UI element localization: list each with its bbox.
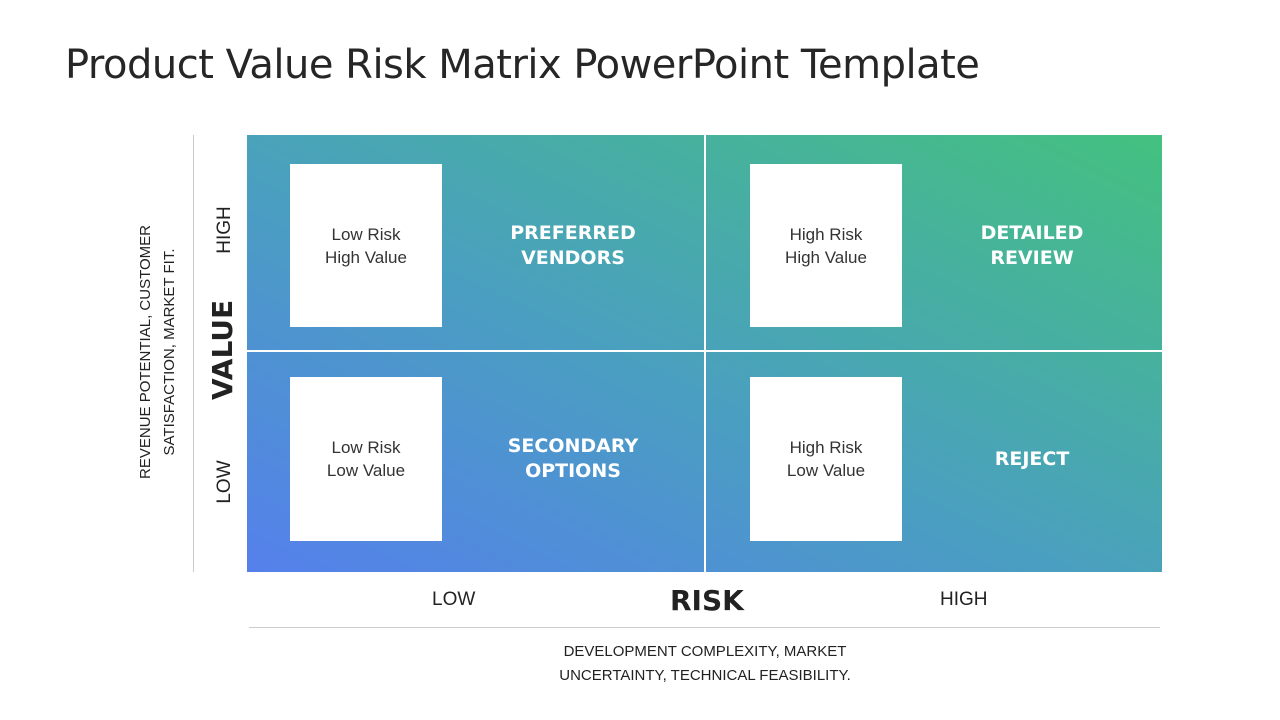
slide-title: Product Value Risk Matrix PowerPoint Tem… (65, 42, 980, 88)
box-line: High Risk (789, 224, 863, 244)
x-axis-divider (249, 627, 1160, 628)
label-line: SECONDARY (507, 435, 639, 457)
label-line: REVIEW (990, 247, 1074, 269)
quadrant-label-secondary-options: SECONDARY OPTIONS (473, 434, 673, 484)
x-axis-high: HIGH (940, 589, 988, 610)
y-axis-label: VALUE (206, 299, 239, 400)
y-axis-divider (193, 135, 194, 572)
y-axis-high: HIGH (214, 206, 235, 254)
quadrant-label-reject: REJECT (932, 447, 1132, 472)
box-line: Low Risk (331, 438, 401, 457)
label-line: PREFERRED (510, 222, 636, 244)
x-desc-line1: DEVELOPMENT COMPLEXITY, MARKET (563, 643, 847, 660)
quadrant-label-detailed-review: DETAILED REVIEW (932, 221, 1132, 271)
label-line: OPTIONS (525, 460, 621, 482)
y-desc-line2: SATISFACTION, MARKET FIT. (161, 248, 178, 456)
label-line: VENDORS (521, 247, 625, 269)
quadrant-label-preferred-vendors: PREFERRED VENDORS (473, 221, 673, 271)
y-axis-low: LOW (214, 460, 235, 504)
label-line: REJECT (994, 448, 1070, 470)
box-line: High Value (785, 247, 867, 267)
x-axis-low: LOW (432, 589, 476, 610)
box-line: High Risk (789, 438, 863, 457)
y-desc-line1: REVENUE POTENTIAL, CUSTOMER (137, 225, 154, 479)
box-line: Low Risk (331, 224, 401, 244)
horizontal-divider (247, 350, 1162, 352)
vertical-divider (704, 135, 706, 572)
x-desc-line2: UNCERTAINTY, TECHNICAL FEASIBILITY. (559, 667, 851, 684)
box-line: Low Value (326, 461, 406, 480)
label-line: DETAILED (980, 222, 1084, 244)
y-axis-description: REVENUE POTENTIAL, CUSTOMER SATISFACTION… (134, 192, 182, 512)
x-axis-description: DEVELOPMENT COMPLEXITY, MARKET UNCERTAIN… (505, 640, 905, 688)
box-line: High Value (325, 247, 407, 267)
box-line: Low Value (786, 461, 866, 480)
x-axis-label: RISK (670, 584, 744, 617)
